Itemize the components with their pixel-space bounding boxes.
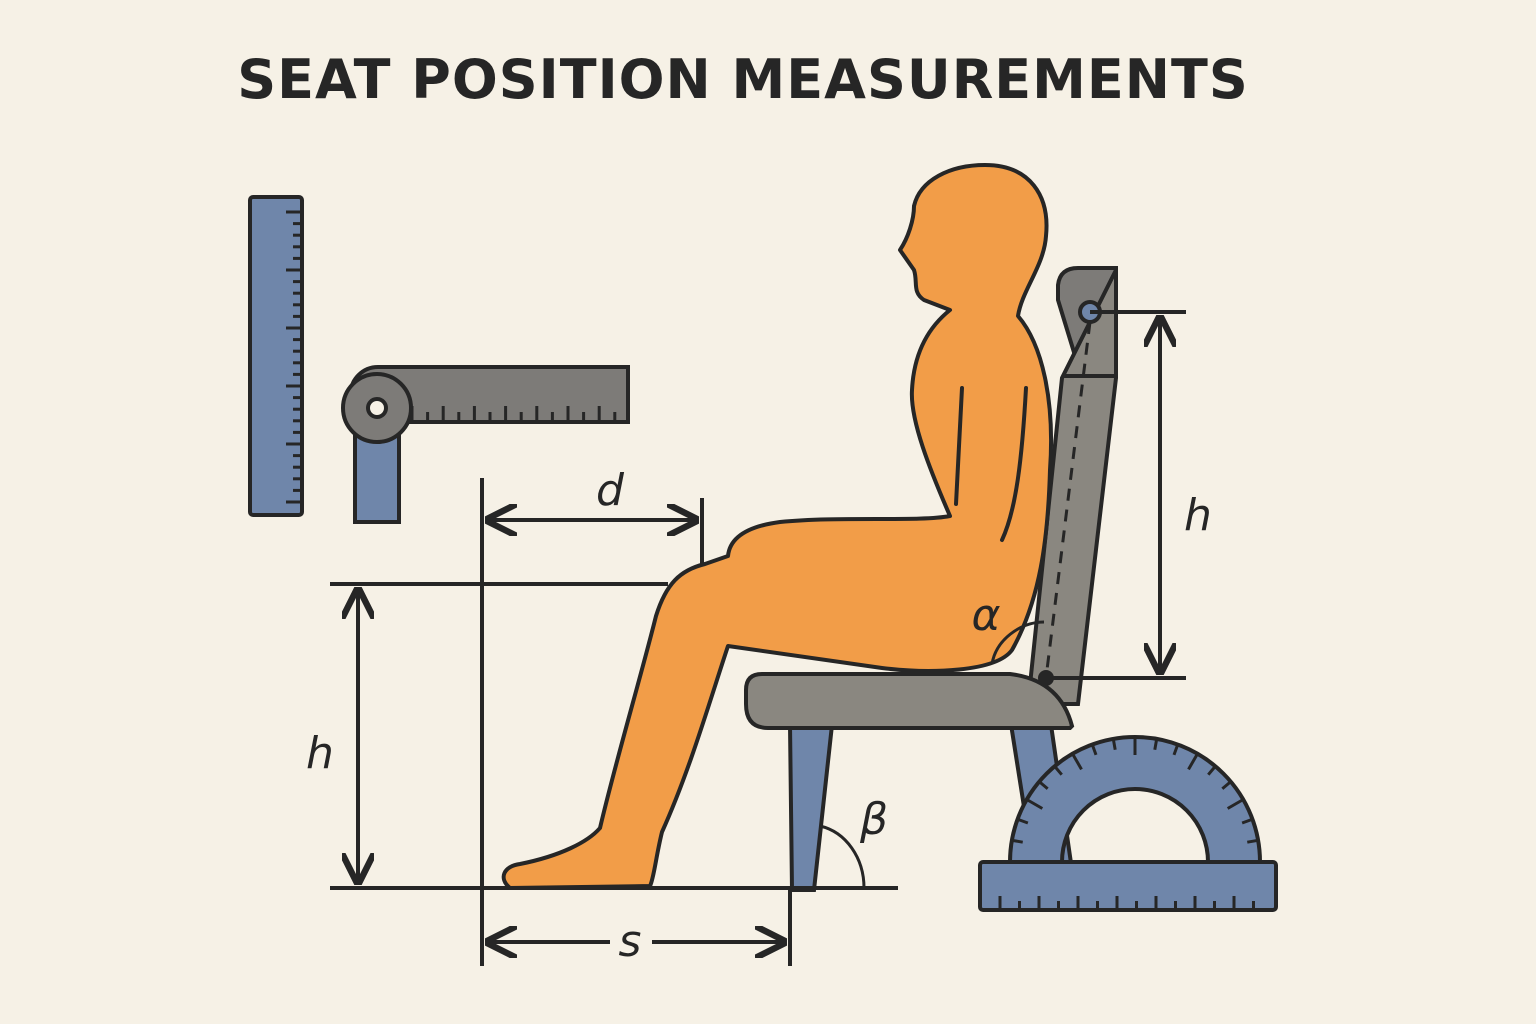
tick-mark [1025,798,1044,810]
tick-mark [1017,817,1029,825]
tick-mark [1247,838,1259,844]
tick-mark [1221,780,1232,790]
tick-mark [1153,738,1159,750]
tick-mark [1053,765,1063,776]
vertical-ruler-icon [248,195,304,517]
seated-figure [501,163,1054,890]
label-beta: β [859,794,888,845]
tick-mark [1241,817,1253,825]
dimension-lines [330,310,1186,966]
tick-mark [1071,752,1083,771]
diagram-title: SEAT POSITION MEASUREMENTS [237,48,1249,111]
tick-mark [1187,752,1199,771]
label-d: d [596,465,625,516]
tick-mark [1090,744,1098,756]
label-s: s [619,916,642,967]
protractor-icon [978,735,1278,912]
figure-contour-lines [954,386,1028,542]
tick-mark [1226,798,1245,810]
tick-mark [1207,765,1217,776]
tick-mark [1172,744,1180,756]
tick-mark [1038,780,1049,790]
label-h-left: h [306,728,334,779]
tick-mark [1111,738,1117,750]
seat-reference-point [1038,670,1054,686]
label-alpha: α [971,590,1000,641]
l-square-icon [341,365,630,524]
label-h-right: h [1184,490,1212,541]
seat-cushion [744,672,1075,730]
tick-mark [1011,838,1023,844]
